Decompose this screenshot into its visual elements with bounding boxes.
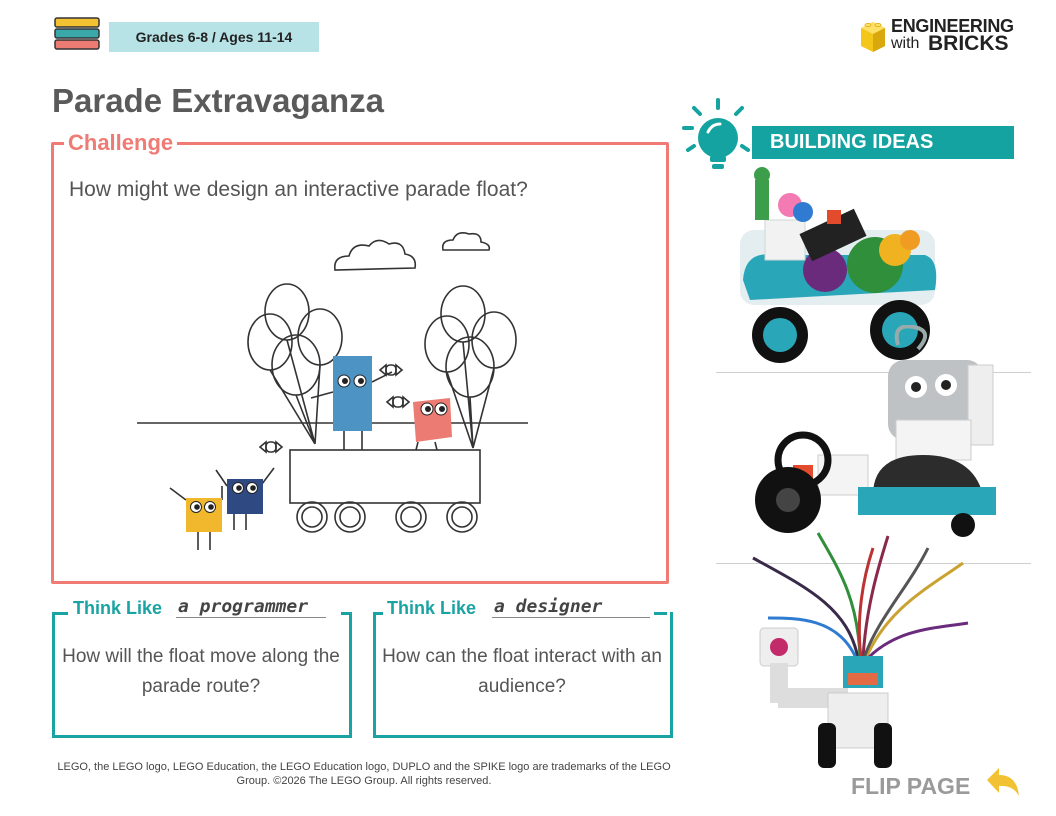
float-idea-image-3 (752, 532, 969, 768)
cloud-icon (441, 232, 491, 251)
float-idea-image-2 (755, 325, 996, 537)
engineering-with-bricks-logo: ENGINEERING with BRICKS (858, 16, 1014, 55)
challenge-box (51, 142, 669, 584)
challenge-label: Challenge (64, 130, 178, 156)
think-like-role: a programmer (176, 596, 326, 618)
page-title: Parade Extravaganza (52, 82, 385, 119)
flip-page-label[interactable]: FLIP PAGE (851, 773, 971, 799)
think-like-role: a designer (492, 596, 650, 618)
grade-badge: Grades 6-8 / Ages 11-14 (109, 22, 319, 52)
flip-arrow-icon[interactable] (983, 766, 1023, 800)
brick-logo-icon (861, 22, 885, 52)
think-like-question: How can the float interact with an audie… (382, 646, 662, 697)
think-like-designer-box (373, 612, 673, 738)
think-like-label: Think Like (387, 598, 477, 618)
think-like-question: How will the float move along the parade… (62, 646, 340, 697)
cloud-icon (333, 239, 417, 271)
section-divider (716, 372, 1031, 373)
lightbulb-icon (682, 98, 750, 169)
building-ideas-label: BUILDING IDEAS (770, 131, 934, 153)
think-like-label: Think Like (73, 598, 163, 618)
think-like-programmer-box (52, 612, 352, 738)
challenge-question: How might we design an interactive parad… (69, 178, 528, 201)
logo-with-text: with (891, 35, 920, 52)
parade-float-illustration (137, 232, 528, 550)
building-ideas-banner: BUILDING IDEAS (752, 126, 1014, 159)
stack-layers-icon (54, 17, 100, 50)
logo-bricks-text: BRICKS (928, 32, 1009, 55)
section-divider (716, 563, 1031, 564)
logo-engineering-text: ENGINEERING (891, 16, 1014, 36)
trademark-footer: LEGO, the LEGO logo, LEGO Education, the… (57, 761, 671, 787)
